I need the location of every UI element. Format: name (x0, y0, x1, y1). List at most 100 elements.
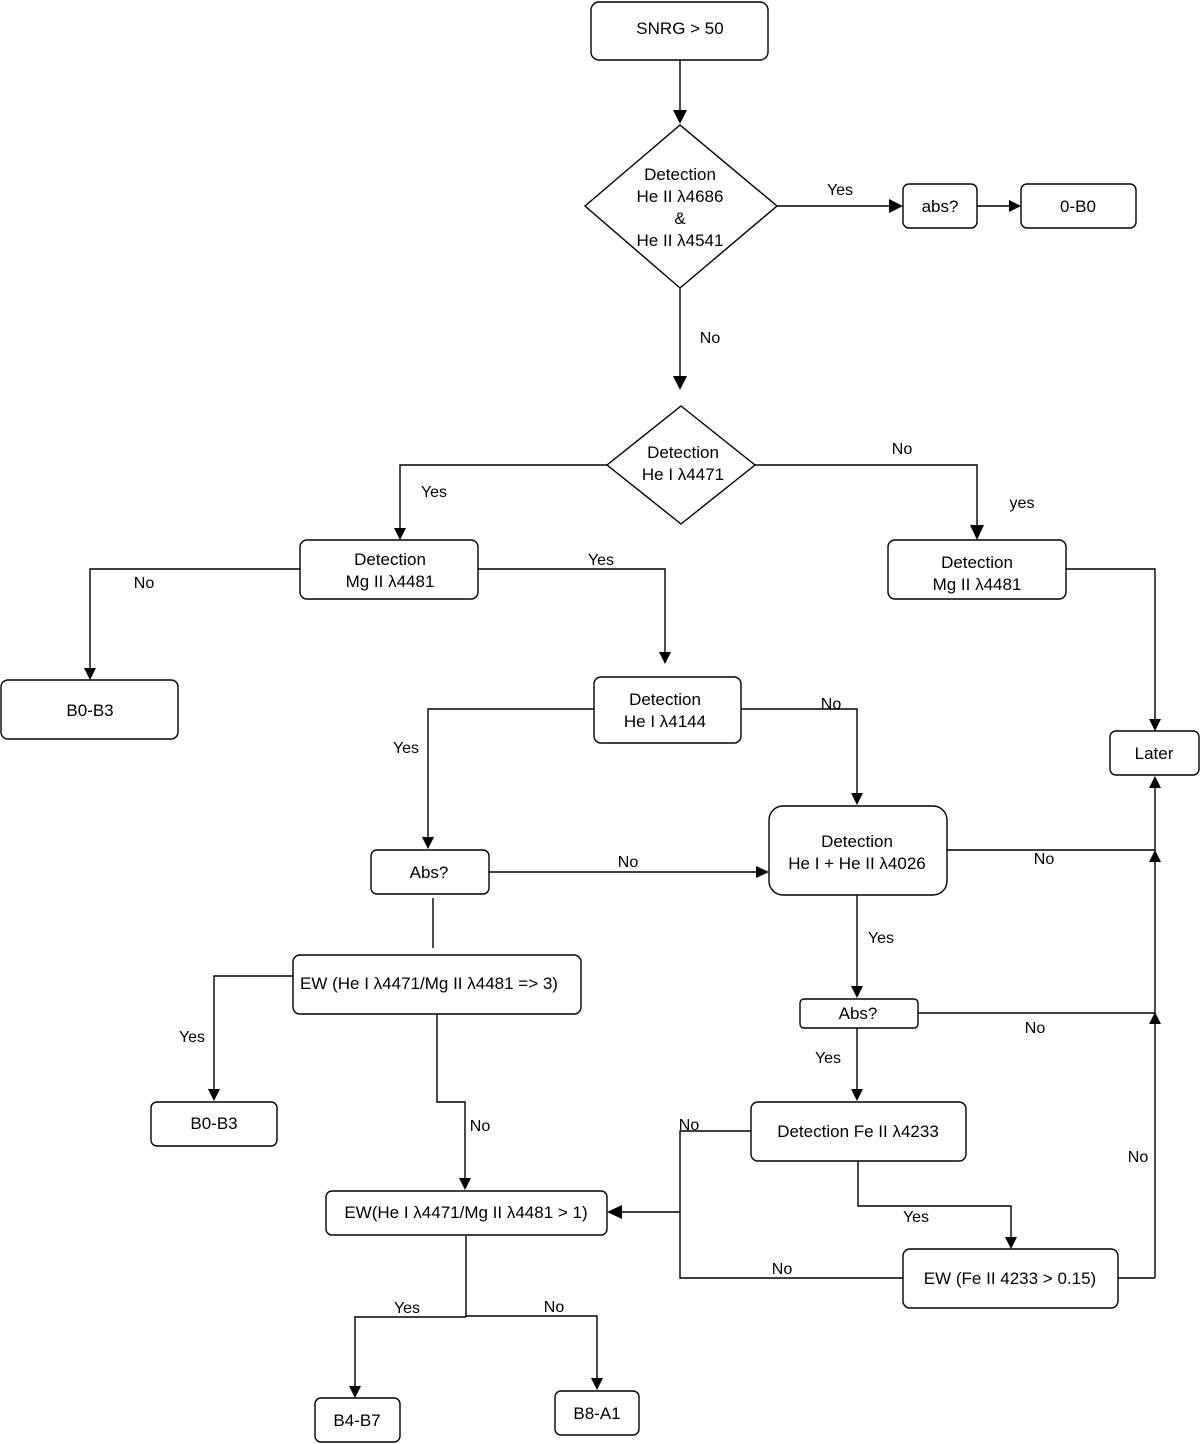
node-ew-3: EW (He I λ4471/Mg II λ4481 => 3) (292, 954, 582, 1015)
label-fe2-yes: Yes (903, 1209, 929, 1226)
label-ew1-yes: Yes (394, 1300, 420, 1317)
edge-mg2l-yes (478, 568, 666, 652)
node-later-label: Later (1135, 744, 1174, 763)
label-ewfe-no-right: No (1128, 1149, 1149, 1166)
edge-mg2r-to-later (1066, 568, 1156, 719)
node-b0b3-bottom: B0-B3 (150, 1101, 278, 1147)
arrowhead (970, 525, 984, 540)
edge-ew1-yes (354, 1316, 466, 1386)
node-abs-right: Abs? (799, 998, 919, 1029)
arrowhead (422, 837, 434, 849)
label-ewfe-no-left: No (772, 1261, 793, 1278)
arrowhead (208, 1089, 220, 1101)
node-b8a1: B8-A1 (554, 1390, 640, 1436)
node-mg2-left: Detection Mg II λ4481 (299, 539, 479, 600)
arrowhead (1149, 1012, 1161, 1024)
label-absr-no: No (1025, 1020, 1046, 1037)
node-b0b3-bottom-label: B0-B3 (190, 1114, 237, 1133)
node-he2-line1: Detection (644, 165, 716, 184)
node-b4b7-label: B4-B7 (333, 1411, 380, 1430)
node-he2-line3: & (674, 209, 686, 228)
edge-mg2l-no (89, 568, 300, 669)
label-he1-no: No (892, 441, 913, 458)
arrowhead (659, 652, 671, 664)
node-mg2-left-line2: Mg II λ4481 (346, 572, 435, 591)
edge-he1-no (755, 464, 978, 527)
arrowhead (591, 1378, 603, 1390)
node-b8a1-label: B8-A1 (573, 1404, 620, 1423)
arrowhead (851, 986, 863, 998)
node-abs-top: abs? (902, 183, 978, 229)
node-mg2-right: Detection Mg II λ4481 (887, 539, 1067, 600)
edge-fe2-yes (857, 1161, 1012, 1238)
edge-ew3-no (436, 1014, 466, 1178)
arrowhead (673, 376, 687, 390)
node-b0b3-left-label: B0-B3 (66, 701, 113, 720)
label-he2-yes: Yes (827, 182, 853, 199)
node-snrg-label: SNRG > 50 (636, 19, 723, 38)
arrowhead (756, 866, 769, 878)
node-ew-3-label: EW (He I λ4471/Mg II λ4481 => 3) (300, 974, 558, 993)
node-ew-1-label: EW(He I λ4471/Mg II λ4481 > 1) (344, 1203, 587, 1222)
node-abs-left: Abs? (370, 849, 490, 895)
node-he2-line2: He II λ4686 (637, 187, 724, 206)
label-ew1-no: No (544, 1299, 565, 1316)
node-later: Later (1109, 730, 1200, 776)
arrowhead (394, 528, 406, 540)
node-he1-4471-line2: He I λ4471 (642, 465, 724, 484)
arrowhead (1005, 1237, 1017, 1249)
node-mg2-right-line1: Detection (941, 553, 1013, 572)
node-b0b3-left: B0-B3 (0, 679, 179, 740)
edge-fe2-no (679, 1130, 903, 1279)
node-he-4026-line1: Detection (821, 832, 893, 851)
node-he1-4144-line2: He I λ4144 (624, 712, 706, 731)
edge-ew1-no (466, 1315, 598, 1378)
edge-he4144-yes (427, 708, 594, 838)
node-fe2-label: Detection Fe II λ4233 (777, 1122, 939, 1141)
arrowhead (851, 1089, 863, 1101)
arrowhead (851, 793, 863, 805)
node-ew-fe-label: EW (Fe II 4233 > 0.15) (924, 1269, 1096, 1288)
node-b4b7: B4-B7 (314, 1397, 401, 1443)
edges (84, 60, 1161, 1398)
arrowhead (607, 1205, 622, 1219)
node-he2-detection: Detection He II λ4686 & He II λ4541 (583, 124, 779, 289)
node-abs-right-label: Abs? (839, 1004, 878, 1023)
arrowhead (459, 1178, 471, 1190)
label-ew3-yes: Yes (179, 1029, 205, 1046)
node-he-4026: Detection He I + He II λ4026 (768, 805, 948, 896)
node-abs-left-label: Abs? (410, 863, 449, 882)
label-fe2-no: No (679, 1117, 700, 1134)
edge-he1-yes (399, 464, 607, 530)
label-mg2l-no: No (134, 575, 155, 592)
label-he1-yes: Yes (421, 484, 447, 501)
label-mg2l-yes: Yes (588, 552, 614, 569)
label-he4144-yes: Yes (393, 740, 419, 757)
edge-he4144-no (741, 708, 858, 794)
label-he1-right-yes: yes (1010, 495, 1035, 512)
label-he4144-no: No (821, 696, 842, 713)
node-he1-4471: Detection He I λ4471 (605, 405, 757, 525)
arrowhead (84, 668, 96, 680)
node-mg2-left-line1: Detection (354, 550, 426, 569)
node-snrg: SNRG > 50 (590, 1, 769, 61)
node-he1-4144: Detection He I λ4144 (593, 676, 742, 744)
node-he1-4144-line1: Detection (629, 690, 701, 709)
label-he2-no: No (700, 330, 721, 347)
node-fe2-detection: Detection Fe II λ4233 (750, 1101, 967, 1162)
label-he4026-yes: Yes (868, 930, 894, 947)
node-he1-4471-line1: Detection (647, 443, 719, 462)
node-ew-fe: EW (Fe II 4233 > 0.15) (902, 1248, 1119, 1309)
label-absr-yes: Yes (815, 1050, 841, 1067)
arrowhead (673, 110, 687, 124)
edge-labels: Yes No Yes No yes No Yes Yes No No No Ye… (134, 182, 1149, 1317)
arrowhead (1149, 719, 1161, 731)
node-abs-top-label: abs? (922, 197, 959, 216)
arrowhead (1149, 850, 1161, 862)
node-ew-1: EW(He I λ4471/Mg II λ4481 > 1) (325, 1190, 608, 1236)
arrowhead (1149, 776, 1161, 788)
label-absl-no: No (618, 854, 639, 871)
node-o-b0: 0-B0 (1020, 183, 1137, 229)
